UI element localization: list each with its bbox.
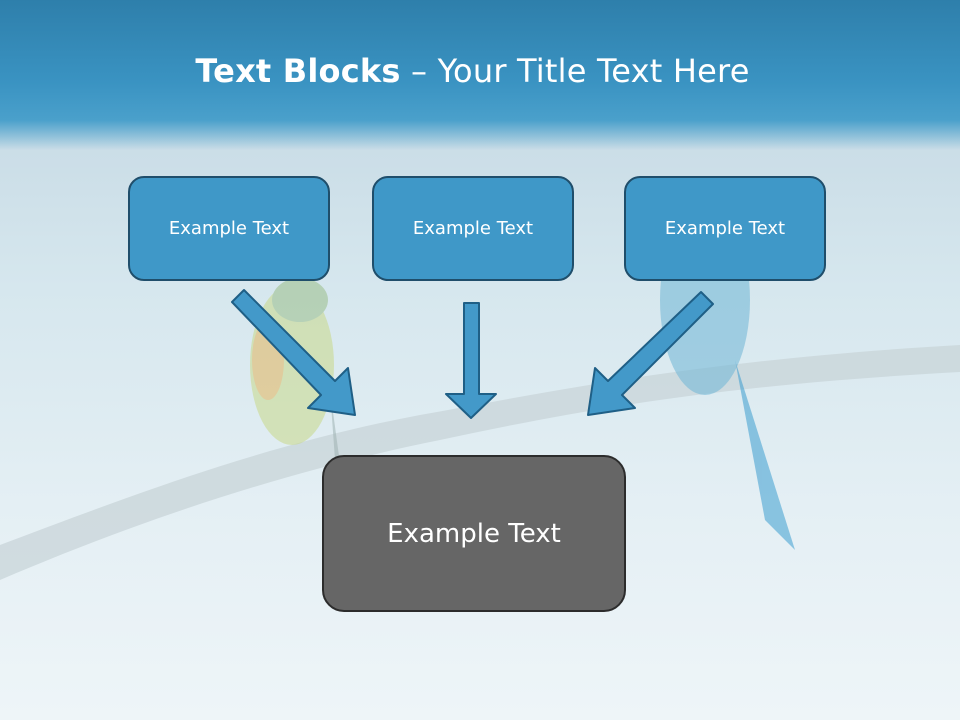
arrow-right: [587, 291, 714, 416]
center-text-block-label: Example Text: [387, 518, 561, 549]
branch-shape: [0, 345, 960, 580]
text-block-1-label: Example Text: [168, 218, 290, 239]
center-text-block[interactable]: Example Text: [322, 455, 626, 612]
arrow-center: [445, 302, 497, 419]
title-dash: –: [400, 52, 438, 90]
slide-title: Text Blocks – Your Title Text Here: [0, 52, 945, 90]
text-block-3[interactable]: Example Text: [624, 176, 826, 281]
text-block-3-label: Example Text: [664, 218, 786, 239]
title-rest-text: Your Title Text Here: [437, 52, 750, 90]
title-bold-text: Text Blocks: [195, 52, 401, 90]
arrow-left: [231, 289, 356, 416]
text-block-2-label: Example Text: [412, 218, 534, 239]
text-block-1[interactable]: Example Text: [128, 176, 330, 281]
text-block-2[interactable]: Example Text: [372, 176, 574, 281]
title-bar: [0, 0, 960, 150]
